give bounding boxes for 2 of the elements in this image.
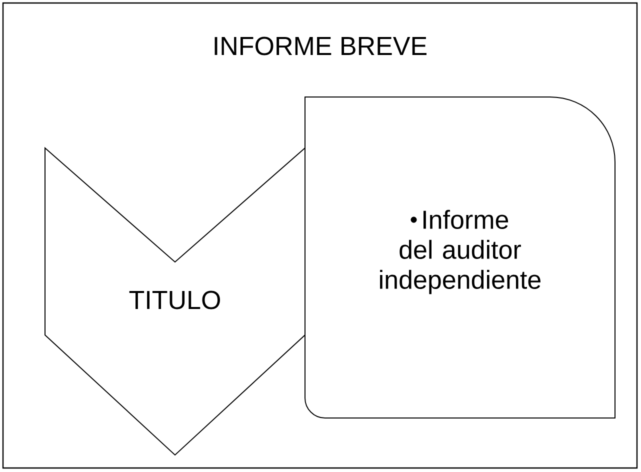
title: INFORME BREVE — [214, 36, 426, 56]
rounded-box: Informe del auditor independiente — [304, 96, 616, 418]
